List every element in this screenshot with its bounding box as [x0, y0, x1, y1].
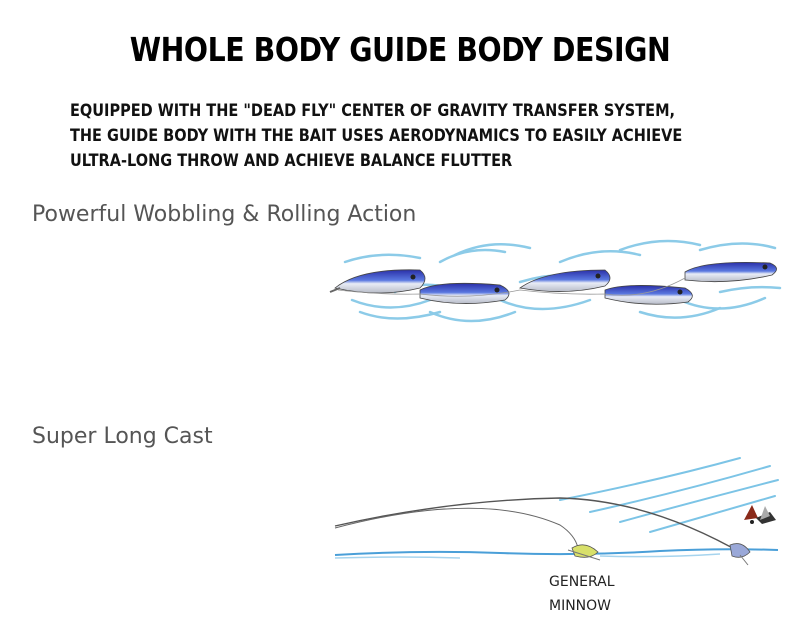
description-line: EQUIPPED WITH THE "DEAD FLY" CENTER OF G… — [70, 101, 676, 120]
minnow-label-line: GENERAL — [549, 574, 615, 590]
section-label-long-cast: Super Long Cast — [32, 424, 213, 449]
lure-fish-1 — [329, 269, 426, 294]
general-minnow-label: GENERAL MINNOW — [549, 570, 629, 618]
description-line: ULTRA-LONG THROW AND ACHIEVE BALANCE FLU… — [70, 151, 513, 170]
general-minnow-lure — [567, 544, 601, 561]
minnow-label-line: MINNOW — [549, 598, 612, 614]
section-label-wobbling: Powerful Wobbling & Rolling Action — [32, 202, 417, 227]
page-title: WHOLE BODY GUIDE BODY DESIGN — [129, 30, 671, 69]
bird-icon — [744, 505, 776, 524]
lure-fish-4 — [604, 285, 693, 305]
lure-fish-5 — [684, 262, 777, 283]
water-surface — [334, 548, 779, 556]
description: EQUIPPED WITH THE "DEAD FLY" CENTER OF G… — [70, 98, 686, 173]
wind-streaks — [559, 457, 779, 533]
lure-fish-3 — [518, 269, 611, 292]
lure-line — [337, 277, 686, 297]
far-lure — [729, 543, 751, 566]
description-line: THE GUIDE BODY WITH THE BAIT USES AERODY… — [70, 126, 683, 145]
lure-fish-2 — [419, 282, 510, 304]
cast-line — [334, 497, 746, 556]
